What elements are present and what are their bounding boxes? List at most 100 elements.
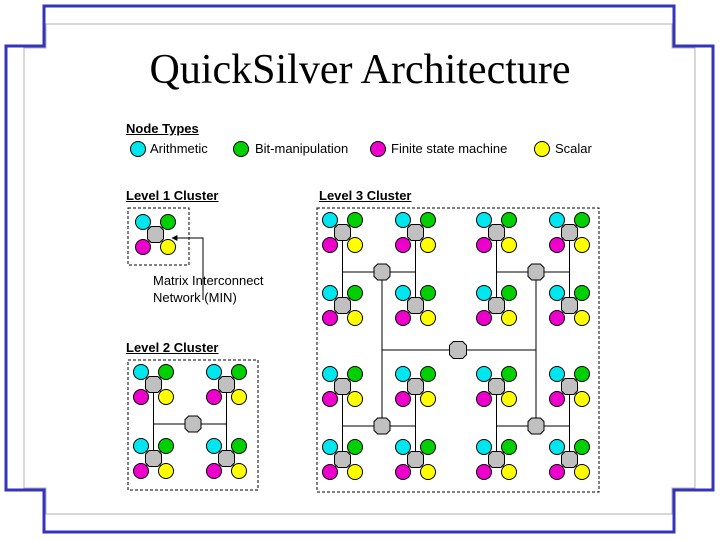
- level3-q1-sub0-node-fsm: [476, 237, 492, 253]
- level2-hub-link-3: [192, 421, 227, 459]
- level3-q1-router: [527, 263, 545, 281]
- level3-q0-sub2-node-fsm: [322, 310, 338, 326]
- level3-q2-router: [373, 417, 391, 435]
- level3-q0-sub3-node-arithmetic: [395, 285, 411, 301]
- legend-label-scalar: Scalar: [555, 141, 592, 156]
- level3-q3-sub1-node-bit-manipulation: [574, 366, 590, 382]
- level3-q3-sub3-node-fsm: [549, 464, 565, 480]
- level3-q0-sub3-node-bit-manipulation: [420, 285, 436, 301]
- slide-title: QuickSilver Architecture: [149, 47, 571, 93]
- level3-q1-sub0-node-bit-manipulation: [501, 212, 517, 228]
- level3-q1-sub1-node-arithmetic: [549, 212, 565, 228]
- node-layer: [130, 141, 590, 480]
- level3-q0-sub2-node-arithmetic: [322, 285, 338, 301]
- level3-q0-sub3-node-scalar: [420, 310, 436, 326]
- level3-q1-sub1-node-scalar: [574, 237, 590, 253]
- level2-sub1-node-scalar: [231, 389, 247, 405]
- level2-sub1-node-fsm: [206, 389, 222, 405]
- level3-q2-sub2-node-bit-manipulation: [347, 439, 363, 455]
- level3-q1-sub1-node-fsm: [549, 237, 565, 253]
- legend-label-bit-manipulation: Bit-manipulation: [255, 141, 349, 156]
- level3-q1-sub2-node-fsm: [476, 310, 492, 326]
- level3-q0-sub2-node-bit-manipulation: [347, 285, 363, 301]
- level3-q3-sub0-node-fsm: [476, 391, 492, 407]
- level3-q3-sub3-router: [561, 451, 578, 468]
- level2-sub3-node-fsm: [206, 463, 222, 479]
- level3-q1-sub3-node-arithmetic: [549, 285, 565, 301]
- level2-sub0-node-arithmetic: [133, 364, 149, 380]
- level3-q2-sub3-router: [407, 451, 424, 468]
- level3-q1-hub-link-2: [496, 269, 537, 306]
- level3-q2-sub1-router: [407, 378, 424, 395]
- level3-q3-sub1-router: [561, 378, 578, 395]
- legend-label-finite-state-machine: Finite state machine: [391, 141, 508, 156]
- level3-q3-sub3-node-scalar: [574, 464, 590, 480]
- level3-q1-sub2-router: [488, 297, 505, 314]
- level3-q2-sub1-node-bit-manipulation: [420, 366, 436, 382]
- level3-q3-sub3-node-arithmetic: [549, 439, 565, 455]
- level3-q0-sub3-node-fsm: [395, 310, 411, 326]
- slide-frame-outer: [4, 4, 715, 534]
- level3-q3-sub0-router: [488, 378, 505, 395]
- level3-q2-sub3-node-bit-manipulation: [420, 439, 436, 455]
- legend-heading: Node Types: [126, 121, 199, 136]
- level3-q3-sub0-node-bit-manipulation: [501, 366, 517, 382]
- level3-q0-sub1-router: [407, 224, 424, 241]
- level3-hub-link-2: [381, 347, 459, 426]
- level3-q2-sub1-node-scalar: [420, 391, 436, 407]
- level3-q0-sub1-node-scalar: [420, 237, 436, 253]
- level3-q1-sub2-node-scalar: [501, 310, 517, 326]
- min-callout-line2: Network (MIN): [153, 290, 237, 305]
- level1-node-arithmetic: [135, 214, 151, 230]
- level3-q3-hub-link-2: [496, 423, 537, 460]
- level3-q3-sub1-node-fsm: [549, 391, 565, 407]
- legend-swatch-fsm: [370, 141, 386, 157]
- level3-q2-sub0-router: [334, 378, 351, 395]
- level3-hub-link-3: [457, 347, 537, 426]
- level3-q2-sub2-router: [334, 451, 351, 468]
- level3-q1-sub1-node-bit-manipulation: [574, 212, 590, 228]
- level3-q2-sub3-node-fsm: [395, 464, 411, 480]
- level3-q1-sub0-node-scalar: [501, 237, 517, 253]
- legend-label-arithmetic: Arithmetic: [150, 141, 208, 156]
- level1-cluster-border: [127, 207, 190, 266]
- level3-q2-sub0-node-bit-manipulation: [347, 366, 363, 382]
- level1-node-fsm: [135, 239, 151, 255]
- level2-sub1-node-bit-manipulation: [231, 364, 247, 380]
- level3-q1-sub2-node-bit-manipulation: [501, 285, 517, 301]
- level3-cluster-border: [316, 207, 600, 493]
- level3-q3-sub0-node-arithmetic: [476, 366, 492, 382]
- level2-sub3-node-arithmetic: [206, 438, 222, 454]
- level3-q3-sub1-node-scalar: [574, 391, 590, 407]
- level3-q2-hub-link-3: [381, 423, 416, 460]
- level2-sub0-node-fsm: [133, 389, 149, 405]
- level2-sub2-node-fsm: [133, 463, 149, 479]
- level3-q2-sub3-node-arithmetic: [395, 439, 411, 455]
- min-callout-pointer: [171, 235, 204, 300]
- level2-hub-router: [184, 415, 202, 433]
- level3-q3-sub1-node-arithmetic: [549, 366, 565, 382]
- level3-q1-sub3-node-fsm: [549, 310, 565, 326]
- level3-q1-sub3-node-scalar: [574, 310, 590, 326]
- legend-swatch-bit-manipulation: [233, 141, 249, 157]
- level1-router: [147, 226, 164, 243]
- level2-cluster-border: [127, 359, 259, 491]
- level2-sub3-router: [218, 450, 235, 467]
- legend-swatch-arithmetic: [130, 141, 146, 157]
- legend-swatch-scalar: [534, 141, 550, 157]
- level3-q3-sub2-node-scalar: [501, 464, 517, 480]
- level1-cluster-heading: Level 1 Cluster: [126, 188, 219, 203]
- router-layer: [145, 224, 578, 468]
- level3-q0-sub2-node-scalar: [347, 310, 363, 326]
- level3-q0-sub2-router: [334, 297, 351, 314]
- slide-frame-inner: [23, 23, 696, 515]
- level2-sub1-node-arithmetic: [206, 364, 222, 380]
- level2-sub2-node-bit-manipulation: [158, 438, 174, 454]
- level3-cluster-heading: Level 3 Cluster: [319, 188, 412, 203]
- level3-q1-hub-link-3: [535, 269, 570, 306]
- level2-sub0-router: [145, 376, 162, 393]
- level3-q1-sub1-router: [561, 224, 578, 241]
- level3-q0-sub0-node-bit-manipulation: [347, 212, 363, 228]
